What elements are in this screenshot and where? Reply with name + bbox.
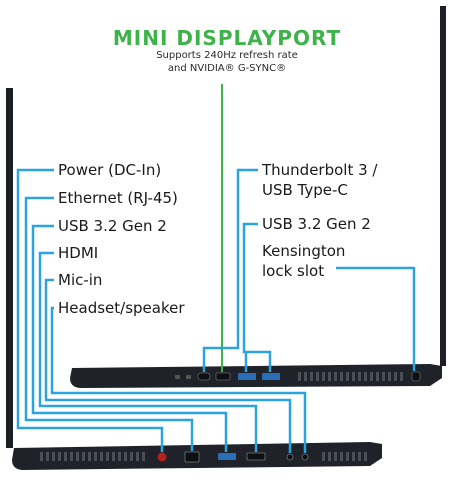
callout-power: [16, 168, 164, 452]
left-callout-lines: [16, 168, 307, 453]
callout-kensington: [336, 266, 416, 371]
led-indicator: [186, 375, 191, 379]
dc-in-port: [157, 452, 167, 462]
label-kensington-line2: lock slot: [262, 262, 325, 280]
headset-port: [301, 453, 309, 461]
laptop-back-ports: [175, 371, 421, 382]
label-mic-in: Mic-in: [58, 271, 103, 289]
thunderbolt-port: [197, 372, 211, 381]
mini-displayport-subtitle-line1: Supports 240Hz refresh rate: [156, 50, 298, 61]
laptop-front-screen-edge: [6, 88, 13, 448]
usb-port: [262, 373, 280, 380]
callout-thunderbolt: [202, 168, 258, 372]
right-callout-lines: [202, 168, 416, 372]
led-indicator: [175, 375, 180, 379]
mini-displayport-title: MINI DISPLAYPORT: [112, 26, 342, 50]
mini-displayport-port: [215, 372, 231, 381]
mini-displayport-subtitle-line2: and NVIDIA® G-SYNC®: [167, 63, 287, 74]
label-headset-speaker: Headset/speaker: [58, 299, 185, 317]
hdmi-port: [246, 452, 266, 461]
label-usb-left: USB 3.2 Gen 2: [58, 217, 167, 235]
callout-hdmi: [38, 251, 258, 452]
label-hdmi: HDMI: [58, 244, 99, 262]
usb-port: [238, 373, 256, 380]
usb-port: [218, 453, 236, 460]
label-usb-right: USB 3.2 Gen 2: [262, 215, 371, 233]
laptop-front-ports: [157, 451, 309, 463]
callout-ethernet: [24, 196, 194, 451]
kensington-slot: [411, 371, 421, 382]
laptop-back-vents: [298, 372, 403, 381]
callout-usb-left: [31, 224, 228, 452]
label-ethernet: Ethernet (RJ-45): [58, 189, 178, 207]
label-power-dc-in: Power (DC-In): [58, 161, 162, 179]
label-thunderbolt-line2: USB Type-C: [262, 181, 348, 199]
laptop-back-screen-edge: [440, 6, 446, 366]
label-kensington-line1: Kensington: [262, 242, 346, 260]
laptop-back: [70, 6, 446, 388]
mic-in-port: [286, 453, 294, 461]
ethernet-port: [184, 451, 200, 463]
callout-usb-right: [242, 222, 272, 372]
label-thunderbolt-line1: Thunderbolt 3 /: [262, 161, 378, 179]
callout-headset: [50, 306, 307, 453]
laptop-front-vents: [40, 452, 367, 461]
callout-mic-in: [44, 278, 292, 453]
